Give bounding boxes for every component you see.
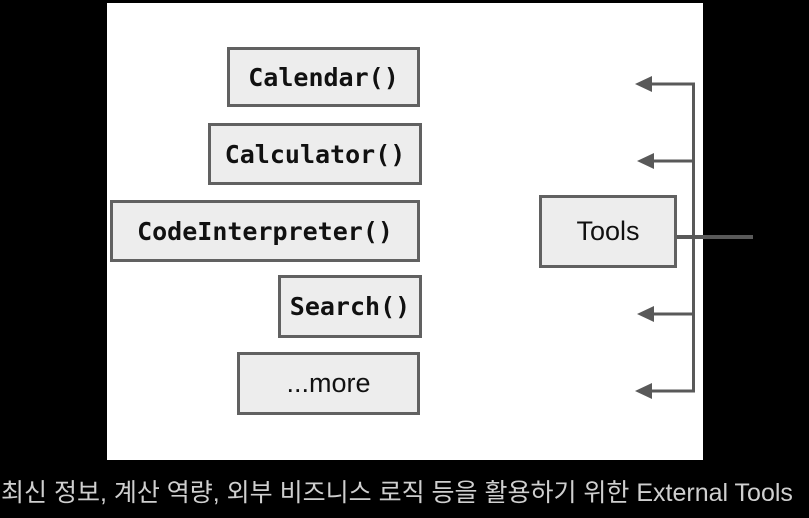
node-search: Search()	[278, 275, 422, 338]
arrowhead-more-icon	[635, 383, 652, 399]
arrowhead-search-icon	[637, 306, 654, 322]
arrowhead-calendar-icon	[635, 76, 652, 92]
arrowhead-calculator-icon	[637, 153, 654, 169]
node-codeinterpreter-label: CodeInterpreter()	[137, 216, 393, 246]
node-search-label: Search()	[289, 292, 411, 321]
node-tools-hub: Tools	[539, 195, 677, 268]
node-calculator-label: Calculator()	[224, 139, 406, 169]
node-calendar-label: Calendar()	[248, 62, 399, 92]
node-calendar: Calendar()	[227, 47, 420, 107]
node-more: ...more	[237, 352, 420, 415]
node-calculator: Calculator()	[208, 123, 422, 185]
slide-caption: 최신 정보, 계산 역량, 외부 비즈니스 로직 등을 활용하기 위한 Exte…	[1, 479, 793, 507]
node-more-label: ...more	[286, 368, 371, 398]
node-codeinterpreter: CodeInterpreter()	[110, 200, 420, 262]
node-tools-label: Tools	[576, 216, 640, 246]
